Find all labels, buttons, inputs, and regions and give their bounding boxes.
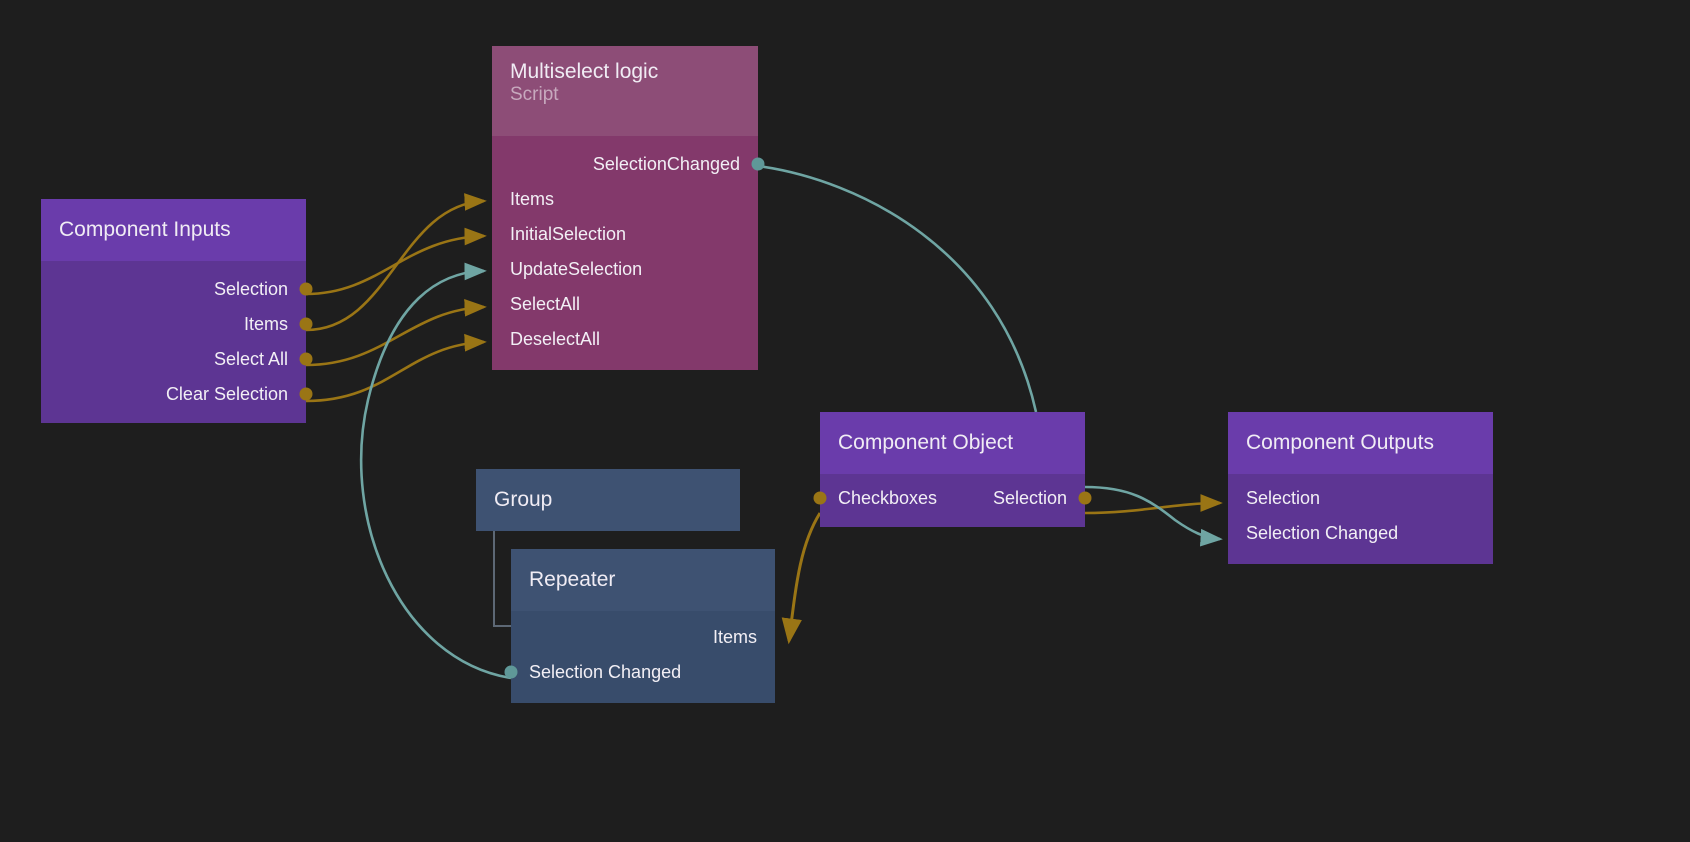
port-row-selection-changed[interactable]: Selection Changed [1228,515,1493,550]
port-label-selection-changed: Selection Changed [529,661,682,682]
port-dot-selection-changed[interactable] [504,665,518,678]
group-child-bracket [493,531,513,627]
port-label-items: Items [712,626,757,647]
port-dot-select-all[interactable] [299,352,313,365]
node-header: Component Outputs [1228,412,1493,474]
port-row-selectall[interactable]: SelectAll [492,286,758,321]
port-dot-selection[interactable] [1078,491,1092,504]
node-multiselect-logic[interactable]: Multiselect logic Script SelectionChange… [492,46,765,370]
node-header: Component Inputs [41,199,306,261]
node-title: Repeater [529,567,616,591]
node-title: Component Inputs [59,217,231,241]
port-row-selection-changed[interactable]: Selection Changed [504,654,775,689]
node-body: Checkboxes Selection [813,474,1092,527]
node-header: Multiselect logic Script [492,46,758,136]
port-row-clear-selection[interactable]: Clear Selection [41,376,313,411]
wire-object-selection-to-output-selection [1084,494,1223,515]
node-body: Selection Items Select All Clear Selecti… [41,261,313,423]
port-label-initialselection: InitialSelection [510,223,627,244]
wire-object-to-output-selectionchanged [1084,485,1223,547]
port-label-selection: Selection [213,278,288,299]
port-label-items: Items [510,188,555,209]
node-title: Component Object [838,430,1014,454]
node-body: Items Selection Changed [504,611,775,703]
port-dot-selectionchanged[interactable] [751,157,765,170]
node-component-inputs[interactable]: Component Inputs Selection Items Select … [41,199,313,423]
node-component-object[interactable]: Component Object Checkboxes Selection [813,412,1092,527]
port-row-selectionchanged[interactable]: SelectionChanged [492,146,765,181]
port-row-updateselection[interactable]: UpdateSelection [492,251,758,286]
port-label-items: Items [243,313,288,334]
wire-selectionchanged-to-component-object [757,164,1038,413]
port-label-select-all: Select All [213,348,288,369]
port-row-items[interactable]: Items [511,619,775,654]
node-body: SelectionChanged Items InitialSelection … [492,136,765,370]
node-header: Repeater [511,549,775,611]
port-label-checkboxes: Checkboxes [838,487,938,508]
node-title: Component Outputs [1246,430,1434,454]
wire-checkboxes-to-repeater-items [781,512,822,645]
port-row-items[interactable]: Items [492,181,758,216]
port-label-selectall: SelectAll [510,293,581,314]
node-body: Selection Selection Changed [1228,474,1493,564]
wire-clearselection-to-deselectall [305,333,487,403]
port-row-select-all[interactable]: Select All [41,341,313,376]
port-label-selectionchanged: SelectionChanged [592,153,740,174]
port-row-items[interactable]: Items [41,306,313,341]
port-label-clear-selection: Clear Selection [165,383,288,404]
node-subtitle: Script [510,84,559,106]
port-dot-checkboxes[interactable] [813,491,827,504]
port-row-initialselection[interactable]: InitialSelection [492,216,758,251]
port-dot-selection[interactable] [299,282,313,295]
port-label-updateselection: UpdateSelection [510,258,643,279]
port-dot-items[interactable] [299,317,313,330]
node-repeater[interactable]: Repeater Items Selection Changed [504,549,775,703]
wire-items-to-items [305,193,487,332]
node-title: Multiselect logic [510,60,659,83]
port-row-checkboxes-selection[interactable]: Checkboxes Selection [813,480,1092,515]
wire-selectall-to-selectall [305,298,487,367]
port-dot-clear-selection[interactable] [299,387,313,400]
wire-selection-to-initialselection [305,227,487,296]
port-row-selection[interactable]: Selection [1228,480,1493,515]
node-title: Group [494,487,553,511]
node-group[interactable]: Group [476,469,740,531]
port-label-selection: Selection [1246,487,1321,508]
port-label-selection-changed: Selection Changed [1246,522,1399,543]
port-label-deselectall: DeselectAll [510,328,601,349]
port-row-deselectall[interactable]: DeselectAll [492,321,758,356]
port-label-selection: Selection [992,487,1067,508]
node-header: Component Object [820,412,1085,474]
node-header: Group [476,469,740,531]
node-component-outputs[interactable]: Component Outputs Selection Selection Ch… [1228,412,1493,564]
port-row-selection[interactable]: Selection [41,271,313,306]
